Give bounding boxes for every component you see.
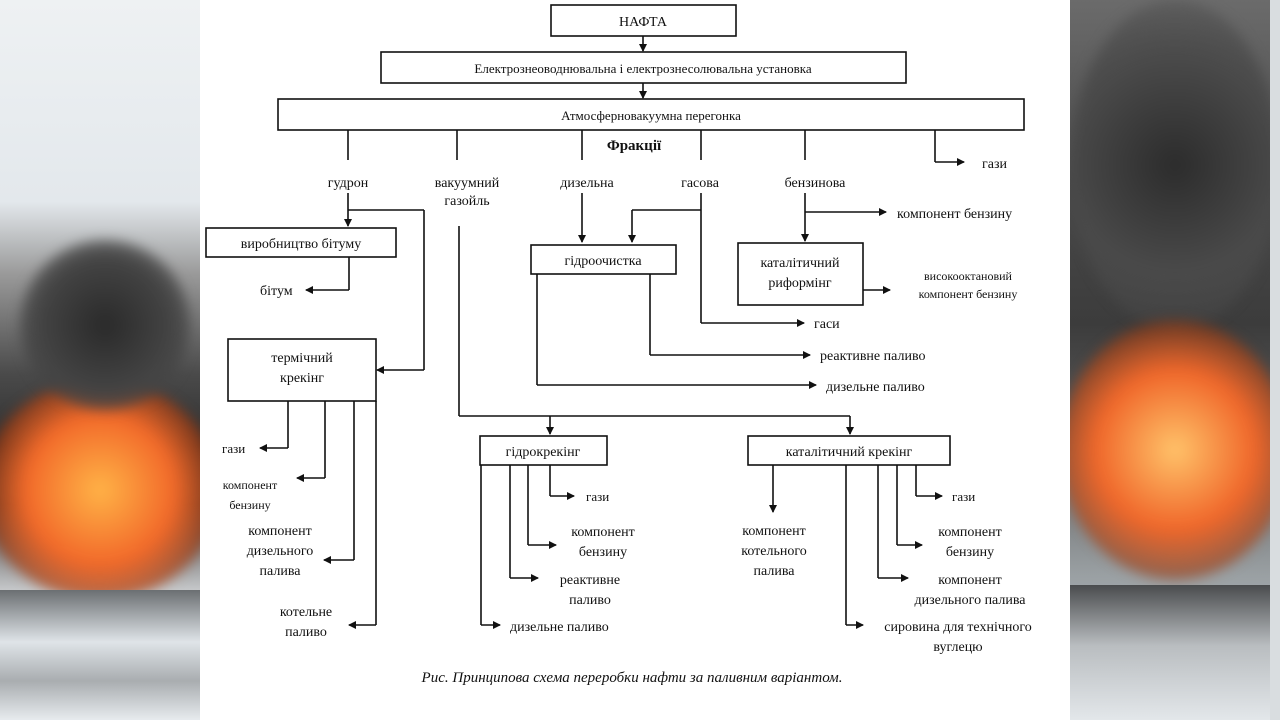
- box-nafta: [550, 4, 737, 37]
- fraction-vac-gasoil-1: вакуумний: [435, 176, 500, 191]
- water-surface: [0, 590, 200, 720]
- label-thermal-1: термічний: [271, 351, 333, 366]
- fire-glow: [1070, 320, 1270, 580]
- cc-output-diesel-1: компонент: [938, 573, 1002, 588]
- label-reforming-2: риформінг: [768, 276, 832, 291]
- box-bitumen-production: [205, 227, 397, 258]
- hc-output-gasoline-2: бензину: [579, 545, 627, 560]
- output-high-octane-1: високооктановий: [924, 269, 1013, 283]
- output-diesel-fuel: дизельне паливо: [826, 380, 925, 395]
- thermal-output-diesel-3: палива: [260, 564, 302, 579]
- thermal-output-boiler-1: котельне: [280, 605, 332, 620]
- cc-output-carbon-2: вуглецю: [933, 640, 982, 655]
- fraction-gas: гасова: [681, 176, 720, 191]
- fire-glow: [0, 380, 200, 600]
- label-catalytic-cracking: каталітичний крекінг: [786, 445, 913, 460]
- fraction-gudron: гудрон: [328, 176, 369, 191]
- thermal-output-gases: гази: [222, 441, 245, 456]
- left-background-photo: [0, 0, 200, 720]
- cc-output-boiler-2: котельного: [741, 544, 807, 559]
- label-hydrotreating: гідроочистка: [564, 254, 642, 269]
- hc-output-gases: гази: [586, 489, 609, 504]
- diagram-panel: НАФТА Електрознеоводнювальна і електрозн…: [200, 0, 1070, 720]
- cc-output-gases: гази: [952, 489, 975, 504]
- hc-output-jet-2: паливо: [569, 593, 611, 608]
- smoke-cloud: [1070, 0, 1270, 330]
- label-desalting: Електрознеоводнювальна і електрознесолюв…: [474, 61, 811, 76]
- output-gasoline-component: компонент бензину: [897, 207, 1012, 222]
- thermal-output-gasoline-2: бензину: [229, 498, 270, 512]
- fraction-diesel: дизельна: [560, 176, 614, 191]
- smoke-cloud: [20, 240, 190, 410]
- cc-output-gasoline-2: бензину: [946, 545, 994, 560]
- output-high-octane-2: компонент бензину: [919, 287, 1018, 301]
- label-fractions: Фракції: [607, 138, 662, 154]
- output-kerosene: гаси: [814, 317, 840, 332]
- fraction-gases: гази: [982, 157, 1007, 172]
- cc-output-carbon-1: сировина для технічного: [884, 620, 1032, 635]
- label-thermal-2: крекінг: [280, 371, 324, 386]
- cc-output-diesel-2: дизельного палива: [914, 593, 1026, 608]
- cc-output-boiler-1: компонент: [742, 524, 806, 539]
- box-desalting: [380, 51, 907, 84]
- figure-caption: Рис. Принципова схема переробки нафти за…: [421, 670, 843, 686]
- water-surface: [1070, 585, 1270, 720]
- label-distillation: Атмосферновакуумна перегонка: [561, 108, 741, 123]
- oil-refining-flowchart: НАФТА Електрознеоводнювальна і електрозн…: [205, 4, 1032, 686]
- label-bitumen-production: виробництво бітуму: [241, 237, 361, 252]
- box-distillation: [277, 98, 1025, 131]
- thermal-output-boiler-2: паливо: [285, 625, 327, 640]
- box-catalytic-reforming: [737, 242, 864, 306]
- box-catalytic-cracking: [747, 435, 951, 466]
- thermal-output-gasoline-1: компонент: [223, 478, 278, 492]
- hc-output-gasoline-1: компонент: [571, 525, 635, 540]
- thermal-output-diesel-2: дизельного: [247, 544, 314, 559]
- cc-output-gasoline-1: компонент: [938, 525, 1002, 540]
- hc-output-jet-1: реактивне: [560, 573, 620, 588]
- output-bitumen: бітум: [260, 284, 293, 299]
- thermal-output-diesel-1: компонент: [248, 524, 312, 539]
- hc-output-diesel: дизельне паливо: [510, 620, 609, 635]
- output-jet-fuel: реактивне паливо: [820, 349, 925, 364]
- fraction-gasoline: бензинова: [785, 176, 847, 191]
- label-hydrocracking: гідрокрекінг: [506, 445, 581, 460]
- fraction-vac-gasoil-2: газойль: [444, 194, 489, 209]
- box-hydrocracking: [479, 435, 608, 466]
- cc-output-boiler-3: палива: [754, 564, 796, 579]
- box-thermal-cracking: [227, 338, 377, 402]
- right-background-photo: [1070, 0, 1270, 720]
- box-hydrotreating: [530, 244, 677, 275]
- label-nafta: НАФТА: [619, 15, 668, 30]
- label-reforming-1: каталітичний: [760, 256, 840, 271]
